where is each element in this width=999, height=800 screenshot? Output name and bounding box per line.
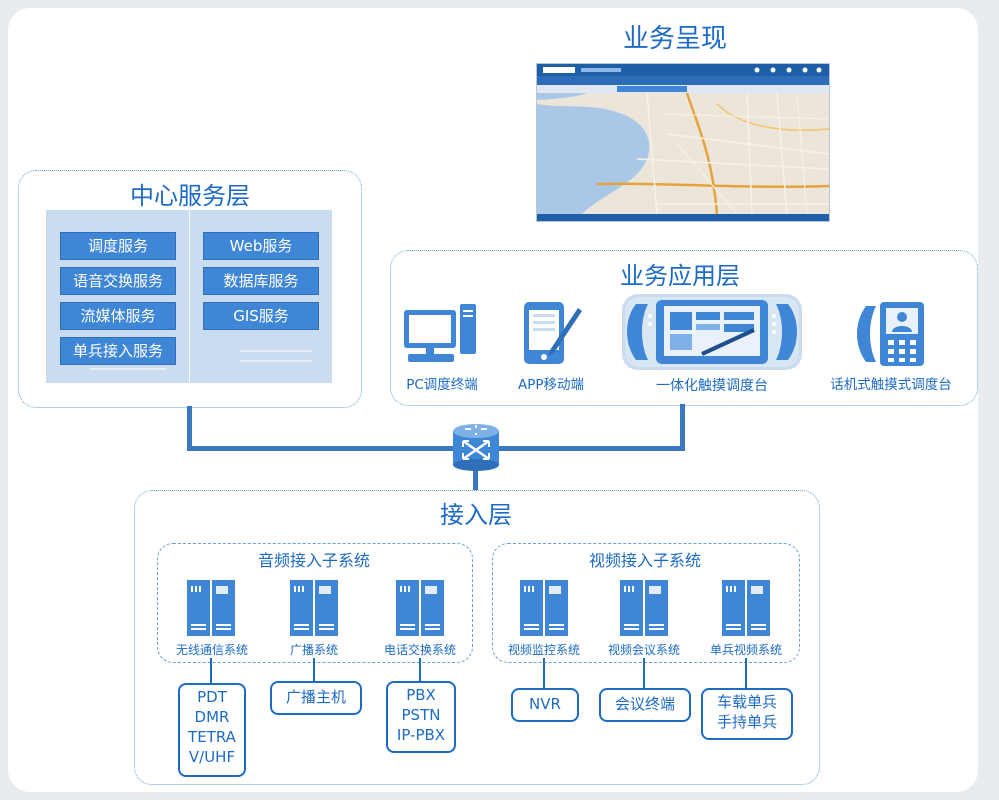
tablet-stylus-icon bbox=[520, 298, 584, 368]
connector-left-down bbox=[187, 406, 192, 450]
server-icon bbox=[290, 580, 338, 636]
terminal-box-broadcast: 广播主机 bbox=[270, 681, 362, 715]
app-layer-title: 业务应用层 bbox=[590, 256, 770, 291]
service-voice-switch: 语音交换服务 bbox=[60, 267, 176, 295]
terminal-item: DMR bbox=[180, 707, 244, 727]
desk-phone-icon bbox=[852, 298, 930, 370]
system-label-broadcast: 广播系统 bbox=[274, 641, 354, 658]
terminal-box-wireless: PDT DMR TETRA V/UHF bbox=[178, 683, 246, 777]
video-subsystem-title: 视频接入子系统 bbox=[565, 547, 725, 571]
terminal-item: 手持单兵 bbox=[703, 712, 791, 732]
panel-decor-line bbox=[240, 350, 312, 352]
server-icon bbox=[187, 580, 235, 636]
terminal-item: PSTN bbox=[388, 705, 454, 725]
terminal-box-telephone: PBX PSTN IP-PBX bbox=[386, 681, 456, 753]
terminal-item: IP-PBX bbox=[388, 725, 454, 745]
system-label-video-surveillance: 视频监控系统 bbox=[494, 641, 594, 658]
panel-decor-line bbox=[240, 360, 312, 362]
server-icon bbox=[520, 580, 568, 636]
access-layer-title: 接入层 bbox=[396, 495, 556, 530]
terminal-connector bbox=[643, 658, 645, 688]
connector-right-down bbox=[680, 404, 685, 450]
terminal-connector bbox=[543, 658, 545, 688]
terminal-connector bbox=[419, 658, 421, 681]
system-label-video-conference: 视频会议系统 bbox=[594, 641, 694, 658]
terminal-item: 会议终端 bbox=[601, 692, 689, 716]
map-image bbox=[537, 64, 829, 221]
terminal-item: 车载单兵 bbox=[703, 692, 791, 712]
terminal-item: TETRA bbox=[180, 727, 244, 747]
connector-horizontal bbox=[187, 446, 685, 451]
service-database: 数据库服务 bbox=[203, 267, 319, 295]
terminal-item: V/UHF bbox=[180, 747, 244, 767]
service-individual-access: 单兵接入服务 bbox=[60, 337, 176, 365]
pc-monitor-icon bbox=[402, 302, 480, 364]
service-dispatch: 调度服务 bbox=[60, 232, 176, 260]
server-icon bbox=[722, 580, 770, 636]
terminal-item: NVR bbox=[513, 692, 577, 716]
terminal-connector bbox=[210, 658, 212, 683]
touch-console-icon bbox=[622, 294, 802, 370]
router-icon bbox=[451, 423, 501, 471]
terminal-box-nvr: NVR bbox=[511, 688, 579, 722]
terminal-box-conference: 会议终端 bbox=[599, 688, 691, 722]
app-label-pc: PC调度终端 bbox=[390, 373, 494, 393]
map-screenshot bbox=[536, 63, 830, 222]
service-panel-divider bbox=[189, 210, 190, 383]
system-label-telephone: 电话交换系统 bbox=[370, 641, 470, 658]
app-label-desk-phone: 话机式触摸式调度台 bbox=[812, 373, 970, 393]
server-icon bbox=[396, 580, 444, 636]
terminal-item: PDT bbox=[180, 687, 244, 707]
terminal-connector bbox=[745, 658, 747, 688]
terminal-box-individual: 车载单兵 手持单兵 bbox=[701, 688, 793, 740]
presentation-title: 业务呈现 bbox=[610, 18, 740, 55]
terminal-item: PBX bbox=[388, 685, 454, 705]
service-web: Web服务 bbox=[203, 232, 319, 260]
server-icon bbox=[620, 580, 668, 636]
terminal-item: 广播主机 bbox=[272, 685, 360, 709]
terminal-connector bbox=[313, 658, 315, 681]
service-gis: GIS服务 bbox=[203, 302, 319, 330]
system-label-individual-video: 单兵视频系统 bbox=[696, 641, 796, 658]
panel-decor-line bbox=[90, 368, 166, 370]
service-streaming: 流媒体服务 bbox=[60, 302, 176, 330]
audio-subsystem-title: 音频接入子系统 bbox=[234, 547, 394, 571]
system-label-wireless: 无线通信系统 bbox=[162, 641, 262, 658]
center-layer-title: 中心服务层 bbox=[100, 176, 280, 211]
app-label-app: APP移动端 bbox=[504, 373, 598, 393]
app-label-touch-console: 一体化触摸调度台 bbox=[636, 375, 788, 395]
